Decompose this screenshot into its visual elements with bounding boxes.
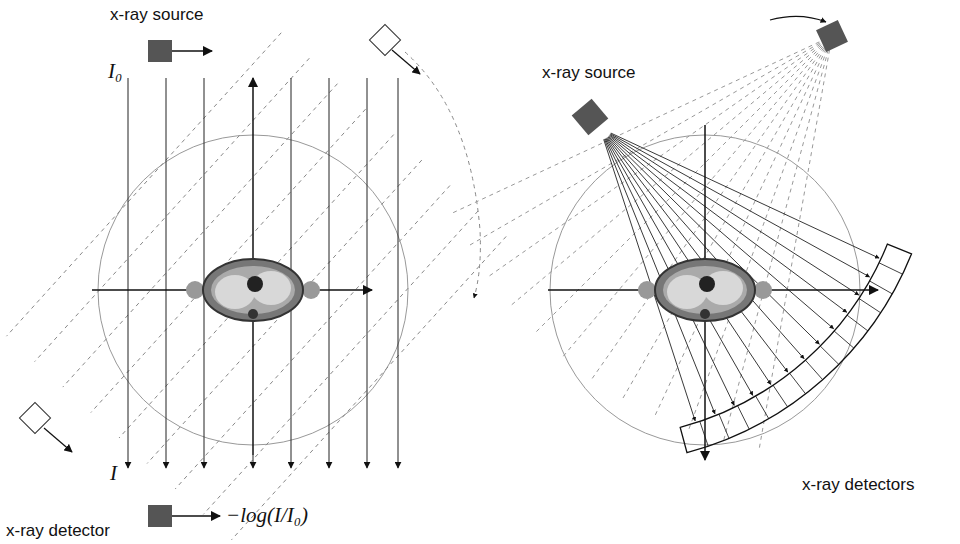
- beam-line: [166, 78, 167, 468]
- detector-band: [680, 244, 911, 453]
- detector-cell: [847, 315, 868, 331]
- beam-line: [253, 455, 254, 468]
- source-label: x-ray source: [108, 6, 206, 25]
- beam-line: [611, 134, 870, 277]
- beam-line: [510, 45, 821, 306]
- beam-line: [451, 42, 819, 214]
- dense-structure: [699, 276, 715, 292]
- detector-cell: [700, 421, 708, 446]
- tissue: [663, 266, 747, 314]
- detector-label: x-ray detectors: [800, 476, 916, 495]
- detector-cell: [756, 396, 769, 418]
- beam-line: [468, 43, 820, 246]
- beam-line: [204, 78, 205, 468]
- beam-line: [488, 44, 821, 277]
- beam-line: [175, 186, 450, 489]
- body-outline: [203, 259, 303, 321]
- source-label: x-ray source: [540, 64, 638, 83]
- beam-line: [610, 135, 847, 312]
- body-cross-section: [638, 259, 772, 321]
- body-cross-section: [186, 259, 320, 321]
- measurement-formula: −log(I/I₀): [224, 504, 310, 527]
- beam-line: [147, 160, 422, 463]
- beam-line: [688, 49, 827, 431]
- side-structure: [302, 281, 320, 299]
- detector-cell: [773, 385, 788, 407]
- detector-cell: [834, 331, 854, 348]
- beam-line: [367, 78, 368, 468]
- side-structure: [638, 281, 656, 299]
- detector-cell: [879, 263, 902, 274]
- detector-cell: [805, 360, 822, 379]
- beam-line: [203, 211, 478, 514]
- beam-line: [609, 136, 820, 344]
- beam-line: [35, 58, 310, 361]
- beam-line: [607, 138, 788, 373]
- side-structure: [754, 281, 772, 299]
- translation-arrow: [44, 428, 72, 452]
- beam-line: [128, 78, 129, 468]
- x-ray-detector-symbol: [148, 505, 172, 527]
- detector-cell: [738, 406, 750, 429]
- x-ray-source-symbol: [148, 40, 172, 62]
- side-structure: [186, 281, 204, 299]
- x-ray-source-symbol: [572, 99, 609, 136]
- beam-line: [622, 48, 825, 400]
- dense-structure: [700, 309, 710, 319]
- body-outline: [655, 259, 755, 321]
- beam-line: [231, 236, 506, 539]
- dense-structure: [247, 276, 263, 292]
- intensity-label: I: [108, 462, 119, 485]
- dense-structure: [248, 309, 258, 319]
- detector-cell: [820, 346, 838, 364]
- beam-line: [611, 133, 879, 258]
- intensity-label: I₀: [106, 60, 124, 83]
- beam-line: [63, 84, 338, 387]
- detector-cell: [790, 373, 806, 394]
- beam-line: [329, 78, 330, 468]
- beam-line: [609, 136, 834, 329]
- beam-line: [119, 135, 394, 438]
- beam-line: [398, 78, 399, 468]
- x-ray-source-symbol: [816, 20, 848, 52]
- rotation-arrow: [770, 16, 826, 22]
- detector-array: [680, 244, 911, 453]
- beam-line: [608, 137, 804, 359]
- translation-arrow: [392, 50, 420, 74]
- rotation-arrow: [405, 52, 480, 298]
- beam-line: [562, 47, 823, 358]
- rotated-source-outline: [369, 24, 400, 55]
- detector-cell: [870, 281, 893, 294]
- signal-arrow: [172, 515, 220, 517]
- detector-label: x-ray detector: [4, 522, 112, 541]
- tissue: [211, 266, 295, 314]
- detector-cell: [719, 414, 729, 438]
- beam-line: [591, 47, 824, 380]
- translation-arrow: [172, 50, 212, 52]
- beam-line: [91, 109, 366, 412]
- detector-cell: [859, 298, 881, 312]
